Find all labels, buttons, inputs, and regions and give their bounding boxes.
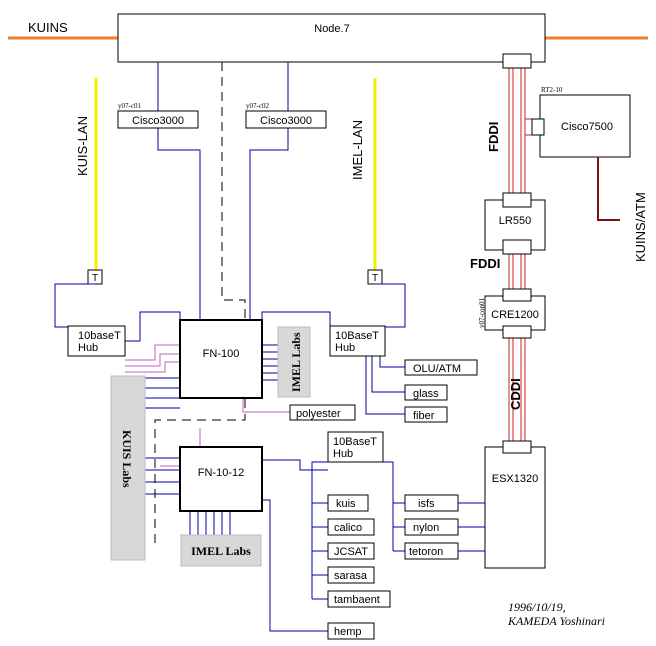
fn100-switch xyxy=(179,319,263,399)
kuis-lan-label: KUIS-LAN xyxy=(75,116,90,176)
host-fiber xyxy=(404,406,448,423)
node7-box xyxy=(117,13,546,63)
cisco-right-tag: y07-c02 xyxy=(246,102,269,110)
hub-lower xyxy=(327,431,384,463)
cisco7500-tag: RT2-10 xyxy=(541,86,563,94)
kuins-atm-line xyxy=(597,157,620,221)
imel-labs-upper-box xyxy=(277,326,311,398)
transceiver-right-label: T xyxy=(372,273,378,284)
fn1012-switch xyxy=(179,446,263,512)
host-sarasa xyxy=(327,566,375,584)
host-nylon xyxy=(404,518,459,536)
cre1200-box xyxy=(484,295,546,331)
imel-lan-label: IMEL-LAN xyxy=(350,120,365,180)
hub-lower-line1: 10BaseT xyxy=(333,436,377,448)
node7-label: Node.7 xyxy=(314,23,349,35)
node7-fddi-port xyxy=(502,53,532,69)
host-olu-atm xyxy=(404,359,478,376)
host-isfs xyxy=(404,494,459,512)
host-sarasa-label: sarasa xyxy=(334,570,368,582)
imel-labs-lower-label: IMEL Labs xyxy=(191,544,251,558)
fddi-label-2: FDDI xyxy=(470,256,500,271)
cre1200-port-bottom xyxy=(502,325,532,339)
imel-labs-lower-box xyxy=(180,534,262,567)
lr550-label: LR550 xyxy=(499,215,531,227)
host-polyester-label: polyester xyxy=(296,408,341,420)
host-calico-label: calico xyxy=(334,522,362,534)
host-olu-atm-label: OLU/ATM xyxy=(413,363,461,375)
hub-right-line2: Hub xyxy=(335,342,355,354)
esx1320-port xyxy=(502,440,532,454)
host-tambaent xyxy=(327,590,391,608)
cisco-left-box xyxy=(117,110,199,129)
lr550-port-top xyxy=(502,192,532,208)
cisco7500-box xyxy=(539,94,631,158)
host-isfs-label: isfs xyxy=(418,498,435,510)
kuins-label: KUINS xyxy=(28,20,68,35)
host-jcsat-label: JCSAT xyxy=(334,546,368,558)
host-tambaent-label: tambaent xyxy=(334,594,380,606)
cisco-left-label: Cisco3000 xyxy=(132,115,184,127)
signature-date: 1996/10/19, xyxy=(508,600,566,614)
blue-links xyxy=(54,62,485,632)
hub-right xyxy=(329,325,386,357)
lr550-port-bottom xyxy=(502,239,532,255)
fn100-label: FN-100 xyxy=(203,348,240,360)
kuins-atm-label: KUINS/ATM xyxy=(633,192,648,262)
cddi-label: CDDI xyxy=(508,378,523,410)
hub-right-line1: 10BaseT xyxy=(335,330,379,342)
host-hemp-label: hemp xyxy=(334,626,362,638)
cisco-right-box xyxy=(245,110,327,129)
hub-left-line1: 10baseT xyxy=(78,330,121,342)
imel-labs-upper-label: IMEL Labs xyxy=(289,332,303,392)
hub-left-line2: Hub xyxy=(78,342,98,354)
cisco-left-tag: y07-c01 xyxy=(118,102,141,110)
esx1320-box xyxy=(484,446,546,569)
host-tetoron-label: tetoron xyxy=(409,546,443,558)
host-jcsat xyxy=(327,542,375,560)
host-fiber-label: fiber xyxy=(413,410,435,422)
kuis-labs-box xyxy=(110,375,146,561)
fn1012-label: FN-10-12 xyxy=(198,467,244,479)
hub-lower-line2: Hub xyxy=(333,448,353,460)
pink-links xyxy=(125,344,290,467)
cre1200-port-top xyxy=(502,288,532,302)
host-polyester xyxy=(289,404,356,421)
esx1320-label: ESX1320 xyxy=(492,473,538,485)
cre1200-tag: y07-con01 xyxy=(478,298,486,328)
host-kuis xyxy=(327,494,369,512)
host-glass xyxy=(404,384,448,401)
kuis-labs-label: KUIS Labs xyxy=(120,430,134,488)
signature-author: KAMEDA Yoshinari xyxy=(507,614,605,628)
host-tetoron xyxy=(404,542,459,560)
fddi-label-1: FDDI xyxy=(486,122,501,152)
host-calico xyxy=(327,518,375,536)
host-hemp xyxy=(327,622,375,640)
cisco7500-port xyxy=(531,118,545,136)
cisco-right-label: Cisco3000 xyxy=(260,115,312,127)
cisco7500-label: Cisco7500 xyxy=(561,121,613,133)
transceiver-left-label: T xyxy=(92,273,98,284)
hub-left xyxy=(67,325,126,357)
host-kuis-label: kuis xyxy=(336,498,356,510)
cre1200-label: CRE1200 xyxy=(491,309,539,321)
host-glass-label: glass xyxy=(413,388,439,400)
host-nylon-label: nylon xyxy=(413,522,439,534)
